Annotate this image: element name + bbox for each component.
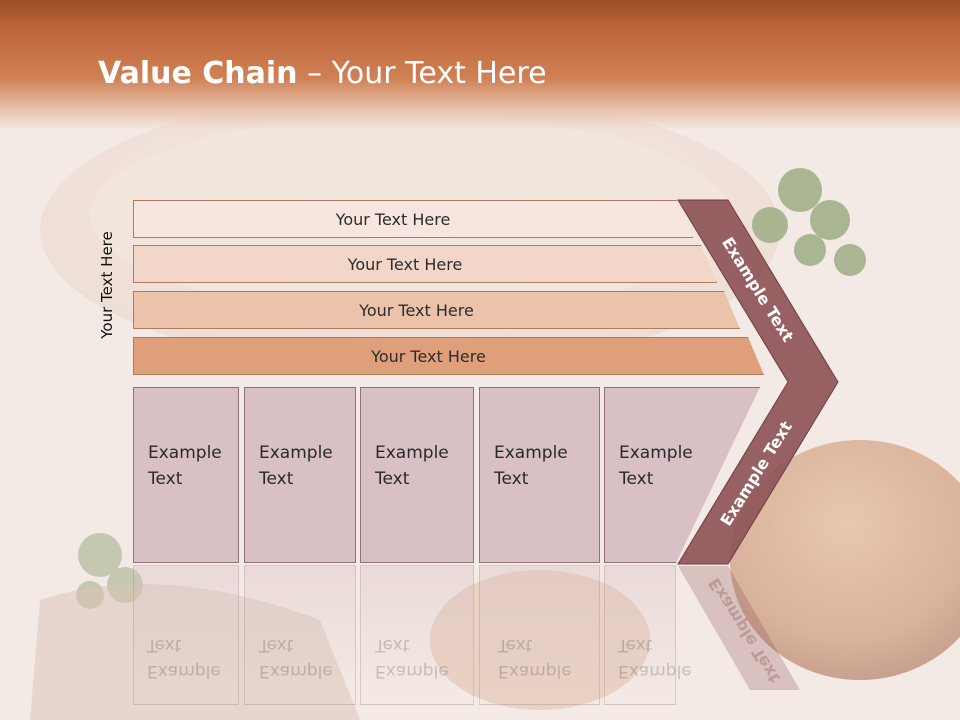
column-label: Example Text <box>494 443 568 489</box>
band-label: Your Text Here <box>335 209 451 229</box>
reflection-text-4: Example Text <box>498 635 572 681</box>
reflection-4 <box>479 565 600 705</box>
slide-title: Value Chain – Your Text Here <box>98 56 547 91</box>
reflection-3 <box>360 565 474 705</box>
band-label: Your Text Here <box>371 346 486 366</box>
support-band-2: Your Text Here <box>133 245 717 283</box>
column-label: Example Text <box>259 443 333 489</box>
header-bar <box>0 0 960 130</box>
band-label: Your Text Here <box>359 300 474 320</box>
reflection-text-5: Example Text <box>618 635 692 681</box>
primary-column-1: Example Text <box>133 387 239 563</box>
support-band-4: Your Text Here <box>133 337 764 375</box>
band-label: Your Text Here <box>347 254 463 274</box>
support-band-3: Your Text Here <box>133 291 740 329</box>
reflection-text-2: Example Text <box>259 635 333 681</box>
primary-column-2: Example Text <box>244 387 356 563</box>
primary-column-3: Example Text <box>360 387 474 563</box>
reflection-1 <box>133 565 239 705</box>
reflection-5 <box>604 565 676 705</box>
support-band-1: Your Text Here <box>133 200 693 238</box>
column-label: Example Text <box>375 443 449 489</box>
title-rest: – Your Text Here <box>297 56 547 91</box>
primary-column-4: Example Text <box>479 387 600 563</box>
reflection-text-1: Example Text <box>147 635 221 681</box>
column-label: Example Text <box>148 443 222 489</box>
title-bold: Value Chain <box>98 56 298 91</box>
column-label: Example Text <box>619 443 693 489</box>
side-label: Your Text Here <box>98 231 116 339</box>
reflection-text-3: Example Text <box>375 635 449 681</box>
reflection-2 <box>244 565 356 705</box>
